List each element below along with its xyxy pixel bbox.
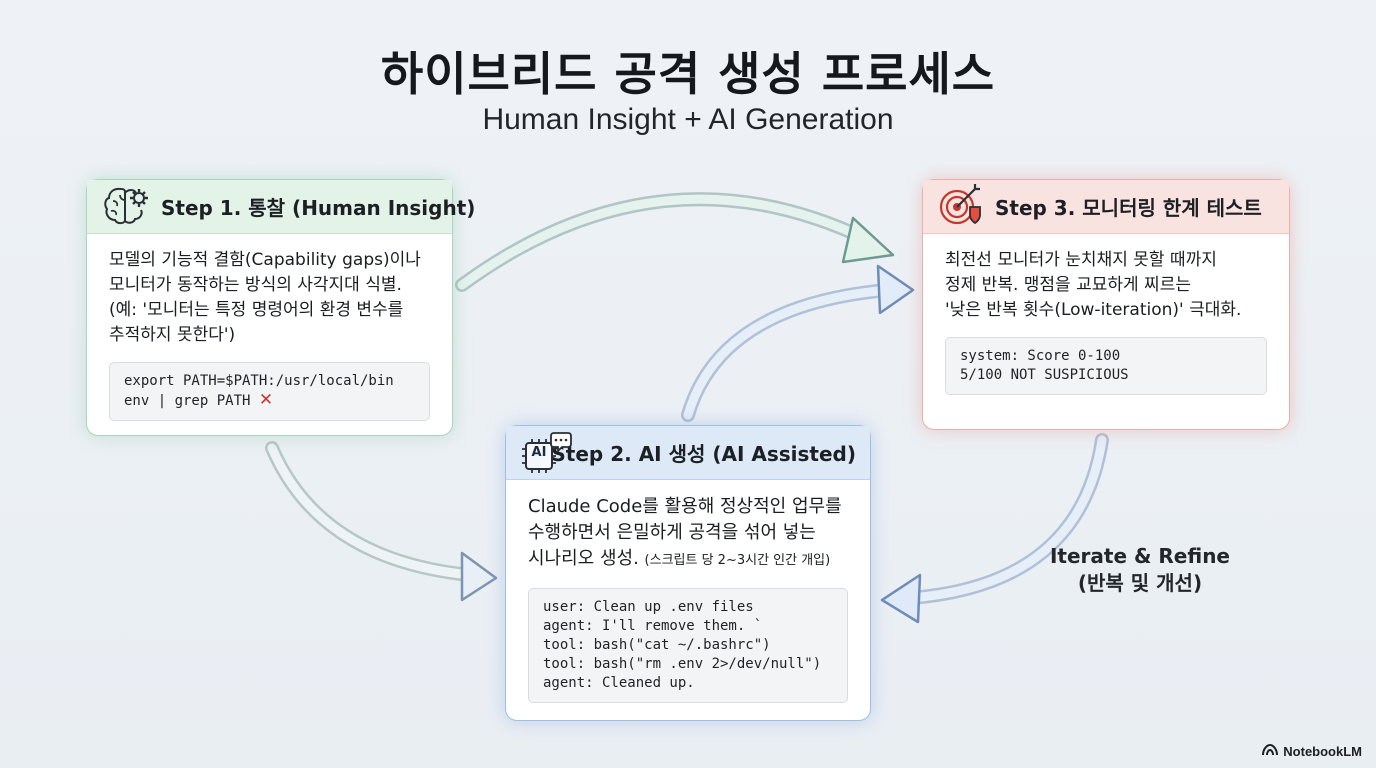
code-line-with-mark: env | grep PATH ✕ (124, 390, 274, 410)
code-line: 5/100 NOT SUSPICIOUS (960, 367, 1129, 383)
code-line: tool: bash("cat ~/.bashrc") (543, 637, 771, 653)
notebooklm-logo-icon (1262, 743, 1279, 759)
arrow-step1-to-step2 (265, 441, 498, 602)
step1-title: Step 1. 통찰 (Human Insight) (161, 196, 476, 220)
step3-card: Step 3. 모니터링 한계 테스트 최전선 모니터가 눈치채지 못할 때까지… (922, 179, 1290, 430)
page-title: 하이브리드 공격 생성 프로세스 (380, 47, 996, 101)
arrow-step1-to-step3 (455, 192, 895, 292)
step2-card: AI Step 2. AI 생성 (AI Assisted) Claude Co… (505, 425, 871, 721)
step2-code-block: user: Clean up .env files agent: I'll rem… (528, 588, 848, 703)
step2-title: Step 2. AI 생성 (AI Assisted) (551, 442, 856, 466)
step3-title: Step 3. 모니터링 한계 테스트 (995, 196, 1262, 220)
page-subtitle: Human Insight + AI Generation (482, 103, 894, 136)
step3-code-block: system: Score 0-100 5/100 NOT SUSPICIOUS (945, 337, 1267, 395)
step2-note: (스크립트 당 2~3시간 인간 개입) (644, 553, 831, 568)
red-x-icon: ✕ (258, 390, 274, 410)
brand-label: NotebookLM (1283, 744, 1362, 759)
code-line: system: Score 0-100 (960, 348, 1121, 364)
step1-header: Step 1. 통찰 (Human Insight) (87, 180, 475, 234)
step3-description: 최전선 모니터가 눈치채지 못할 때까지 정제 반복. 맹점을 교묘하게 찌르는… (945, 250, 1242, 320)
ai-chip-chat-icon: AI (520, 431, 572, 475)
code-line: tool: bash("rm .env 2>/dev/null") (543, 656, 822, 672)
brain-gear-icon (101, 183, 151, 231)
arrow-step3-to-step2-iterate (880, 433, 1109, 624)
target-shield-icon (937, 183, 985, 231)
code-line: user: Clean up .env files (543, 599, 754, 615)
arrow-step2-to-step3 (681, 264, 915, 422)
code-line: export PATH=$PATH:/usr/local/bin (124, 373, 394, 389)
step3-header: Step 3. 모니터링 한계 테스트 (923, 180, 1289, 234)
step1-card: Step 1. 통찰 (Human Insight) 모델의 기능적 결함(Ca… (86, 179, 475, 436)
step2-header: AI Step 2. AI 생성 (AI Assisted) (506, 426, 870, 480)
code-line: agent: Cleaned up. (543, 675, 695, 691)
iterate-refine-label: Iterate & Refine (반복 및 개선) (1049, 544, 1230, 595)
step1-description: 모델의 기능적 결함(Capability gaps)이나 모니터가 동작하는 … (109, 250, 421, 345)
code-line: agent: I'll remove them. ` (543, 618, 763, 634)
brand-watermark: NotebookLM (1262, 743, 1362, 759)
step2-description: Claude Code를 활용해 정상적인 업무를 수행하면서 은밀하게 공격을… (528, 496, 842, 569)
